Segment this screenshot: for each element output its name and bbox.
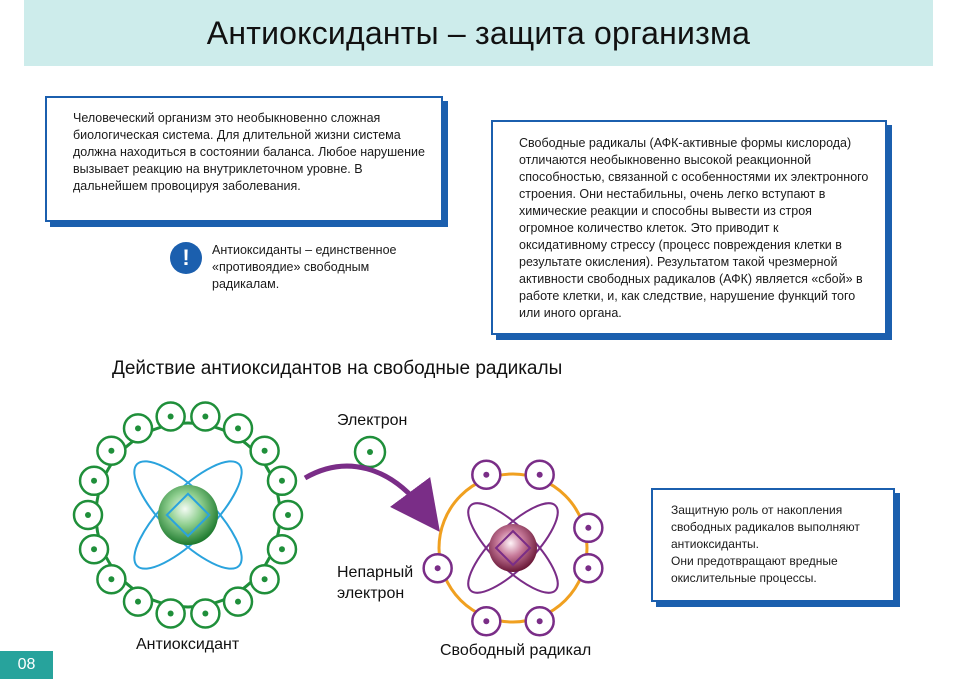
antioxidant-electron <box>190 598 221 629</box>
note-text: Антиоксиданты – единственное «противояди… <box>212 243 397 291</box>
antioxidant-electron <box>190 401 221 432</box>
radical-electron <box>471 459 502 490</box>
antioxidant-electron <box>222 413 254 444</box>
header-banner: Антиоксиданты – защита организма <box>24 0 933 66</box>
antioxidant-electron <box>266 533 298 565</box>
page-number: 08 <box>0 651 53 679</box>
antioxidant-electrons <box>72 401 304 629</box>
antioxidant-electron <box>266 465 298 497</box>
free-electron <box>353 435 387 469</box>
free-radical-label: Свободный радикал <box>440 642 592 659</box>
free-radical-atom <box>422 459 604 637</box>
intro-box: Человеческий организм это необыкновенно … <box>45 96 443 222</box>
radical-electron <box>471 606 502 637</box>
antioxidant-electron <box>155 401 186 432</box>
conclusion-line2: Они предотвращают вредные окислительные … <box>671 554 838 585</box>
transfer-arrow <box>303 463 440 533</box>
antioxidant-electron <box>78 465 110 497</box>
radical-electron <box>573 552 604 584</box>
radical-nucleus <box>489 524 537 572</box>
note-callout: ! Антиоксиданты – единственное «противоя… <box>170 242 430 293</box>
antioxidant-electron <box>72 499 104 531</box>
antioxidant-electron <box>122 413 154 444</box>
antioxidant-electron <box>78 533 110 565</box>
radical-electron <box>422 552 453 584</box>
free-radicals-text: Свободные радикалы (АФК-активные формы к… <box>519 136 869 320</box>
radical-electrons <box>422 459 604 637</box>
radical-electron <box>524 606 555 637</box>
antioxidant-electron <box>272 499 304 531</box>
diagram-title: Действие антиоксидантов на свободные рад… <box>112 358 563 379</box>
antioxidant-electron <box>249 564 280 595</box>
page-title: Антиоксиданты – защита организма <box>206 14 751 51</box>
antioxidant-nucleus-diamond <box>165 492 211 538</box>
unpaired-electron-label: Непарный электрон <box>337 562 413 604</box>
antioxidant-electron <box>155 598 186 629</box>
unpaired-label-line1: Непарный <box>337 564 414 581</box>
antioxidant-electron <box>96 564 127 595</box>
radical-orbit-ring <box>437 472 589 624</box>
radical-electron <box>524 459 555 490</box>
free-radicals-box: Свободные радикалы (АФК-активные формы к… <box>491 120 887 335</box>
intro-text: Человеческий организм это необыкновенно … <box>73 111 425 193</box>
radical-nucleus-diamond <box>494 529 532 567</box>
conclusion-line1: Защитную роль от накопления свободных ра… <box>671 503 860 551</box>
exclamation-icon: ! <box>170 242 202 274</box>
antioxidant-electron <box>249 435 280 466</box>
conclusion-box: Защитную роль от накопления свободных ра… <box>651 488 895 602</box>
antioxidant-atom <box>72 401 304 629</box>
antioxidant-nucleus <box>158 485 218 545</box>
electron-label: Электрон <box>337 412 408 429</box>
unpaired-label-line2: электрон <box>337 585 405 602</box>
antioxidant-electron <box>96 435 127 466</box>
antioxidant-electron <box>222 586 254 617</box>
antioxidant-electron <box>122 586 154 617</box>
antioxidant-label: Антиоксидант <box>136 636 240 653</box>
radical-electron <box>573 512 604 544</box>
